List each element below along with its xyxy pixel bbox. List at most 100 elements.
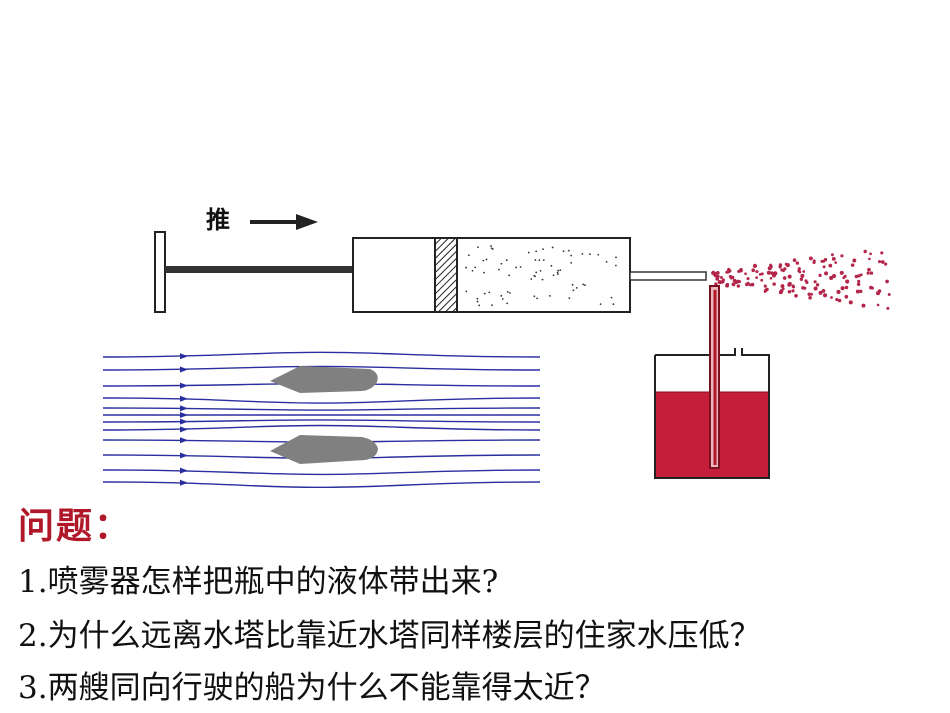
question-3: 3.两艘同向行驶的船为什么不能靠得太近？: [18, 670, 606, 706]
spray-droplet: [867, 267, 871, 272]
spray-droplet: [792, 258, 797, 263]
streamline: [102, 424, 541, 431]
spray-droplet: [727, 270, 731, 274]
liquid-bottle-icon: [654, 285, 770, 479]
spray-droplet: [783, 267, 787, 271]
air-particle: [572, 289, 575, 292]
spray-droplet: [830, 253, 834, 257]
air-particle: [471, 269, 474, 272]
spray-droplet: [732, 278, 737, 283]
spray-droplet: [773, 271, 778, 276]
spray-droplet: [736, 284, 741, 288]
spray-droplet: [751, 268, 756, 273]
spray-droplet: [763, 284, 767, 288]
air-particle: [474, 266, 477, 269]
spray-droplet: [840, 254, 844, 258]
air-particle: [476, 300, 479, 303]
spray-droplet: [720, 276, 723, 279]
spray-droplet: [834, 261, 838, 264]
spray-droplet: [760, 278, 764, 282]
air-particle: [597, 253, 600, 256]
air-particle: [605, 260, 608, 263]
spray-droplet: [839, 270, 844, 275]
air-particle: [557, 269, 560, 272]
air-particle: [541, 278, 544, 281]
air-particle: [542, 259, 545, 262]
spray-droplet: [755, 270, 759, 273]
spray-droplet: [791, 289, 795, 293]
spray-droplet: [880, 251, 884, 255]
spray-droplet: [822, 293, 828, 298]
air-particle: [599, 303, 602, 306]
spray-droplet: [760, 272, 764, 276]
spray-droplet: [887, 292, 891, 296]
air-particle: [501, 298, 504, 300]
ship-shape: [270, 435, 378, 464]
air-particle: [548, 294, 551, 297]
spray-droplet: [778, 265, 782, 269]
atomizer-and-streamline-figure: [102, 214, 891, 489]
flow-arrow: [180, 382, 188, 389]
spray-droplet: [821, 288, 826, 293]
spray-droplet: [782, 276, 787, 280]
spray-droplet: [803, 286, 807, 290]
air-particle: [515, 266, 518, 269]
air-particle: [556, 271, 559, 274]
flow-arrow: [180, 467, 188, 474]
streamline: [102, 365, 541, 371]
spray-droplet: [855, 289, 860, 294]
air-particle: [483, 292, 486, 295]
streamline: [102, 397, 541, 404]
air-particle: [571, 283, 574, 286]
flow-arrow: [180, 437, 188, 444]
air-particle: [533, 295, 536, 298]
air-particle: [519, 266, 522, 268]
air-particle: [610, 296, 613, 299]
spray-droplet: [715, 276, 720, 281]
air-particle: [527, 251, 530, 254]
spray-droplet: [854, 274, 859, 279]
air-particle: [538, 259, 541, 262]
spray-droplet: [731, 282, 736, 287]
air-particle: [550, 264, 553, 267]
air-particle: [500, 294, 503, 297]
spray-droplet: [772, 282, 776, 286]
spray-droplet: [794, 293, 798, 298]
spray-droplet: [886, 306, 890, 310]
air-particle: [584, 284, 586, 287]
air-particle: [539, 269, 542, 272]
spray-droplet: [763, 290, 767, 293]
spray-droplet: [750, 282, 755, 287]
air-particle: [488, 291, 491, 294]
spray-droplet: [885, 279, 889, 284]
spray-droplet: [877, 260, 882, 264]
air-particle: [500, 262, 503, 265]
flow-arrow: [180, 426, 188, 433]
spray-droplet: [769, 276, 773, 280]
spray-droplet: [769, 265, 773, 269]
spray-droplet: [869, 285, 873, 290]
spray-droplet: [730, 275, 735, 280]
air-particle: [589, 253, 591, 256]
air-particle: [570, 261, 573, 264]
air-particle: [612, 303, 615, 306]
air-particle: [465, 266, 468, 269]
flow-arrow: [180, 353, 188, 360]
air-particle: [534, 259, 537, 261]
air-particle: [535, 271, 538, 274]
air-particle: [509, 291, 511, 294]
flow-arrow: [180, 452, 188, 459]
spray-droplet: [798, 270, 802, 274]
spray-droplet: [746, 277, 750, 281]
air-particle: [485, 258, 488, 261]
spray-droplet: [861, 303, 866, 308]
spray-droplet: [858, 289, 863, 294]
spray-droplet: [863, 249, 867, 254]
streamline: [102, 469, 541, 476]
spray-droplet: [808, 256, 813, 261]
spray-droplet: [868, 257, 871, 261]
spray-droplet: [845, 279, 850, 284]
spray-droplet: [822, 265, 826, 269]
air-particle: [506, 291, 509, 293]
spray-droplet: [844, 285, 849, 290]
